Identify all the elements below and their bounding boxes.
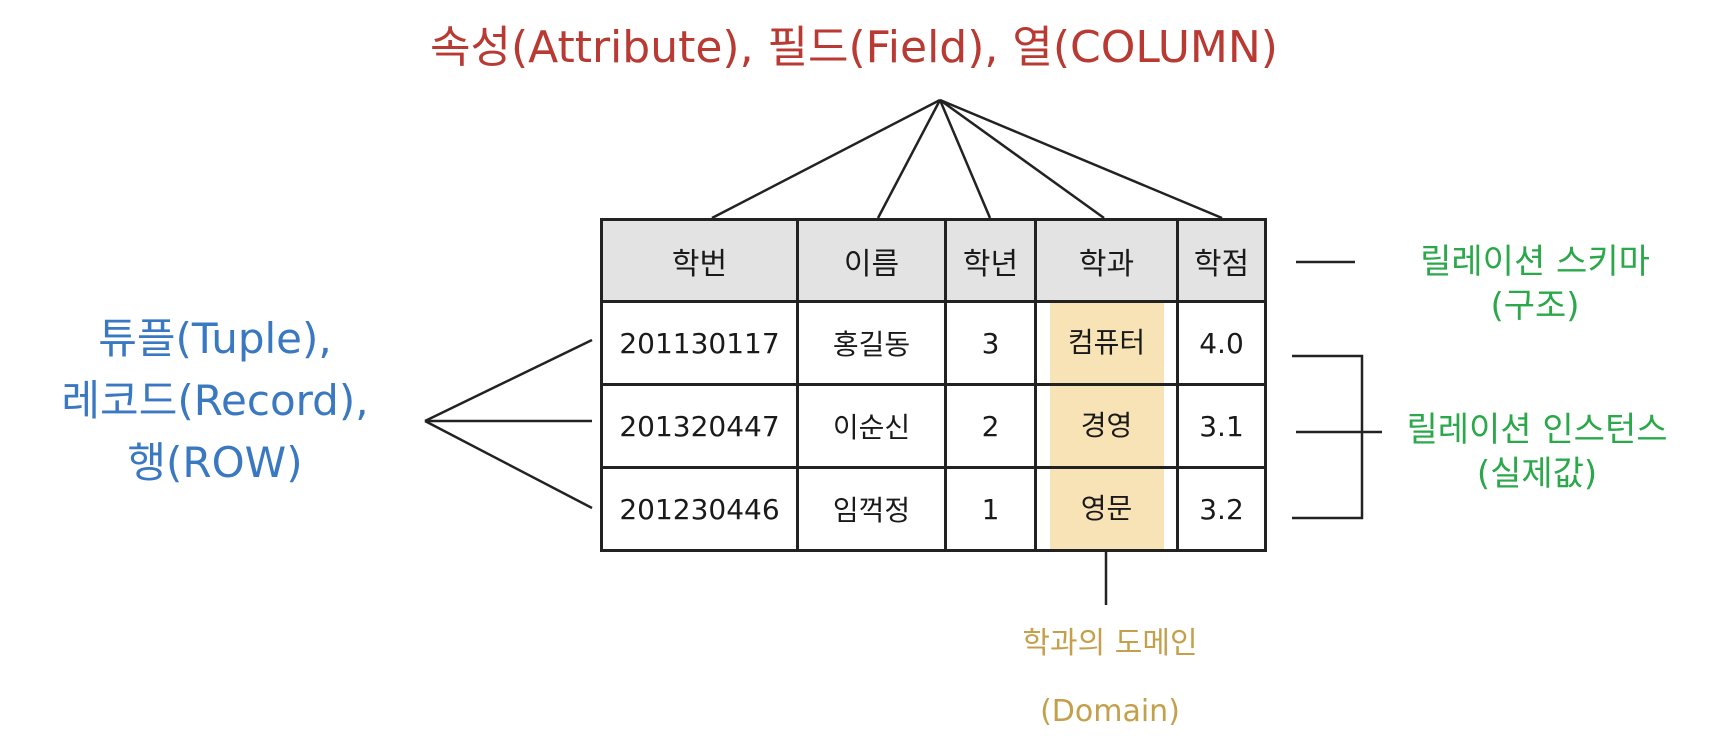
domain-cell: 영문 [1034,466,1179,552]
domain-label-line: 학과의 도메인 [1022,626,1198,661]
table-cell: 3.2 [1176,466,1267,552]
tuple-label-line: 레코드(Record), [61,376,369,425]
column-header: 학번 [600,218,799,303]
domain-value: 영문 [1049,469,1164,549]
tuple-label-line: 행(ROW) [127,438,303,487]
attribute-line-3 [938,99,992,219]
instance-bracket [1292,354,1364,520]
column-header: 이름 [796,218,947,303]
table-cell: 201130117 [600,300,799,386]
table-cell: 임꺽정 [796,466,947,552]
column-header: 학점 [1176,218,1267,303]
domain-cell: 컴퓨터 [1034,300,1179,386]
domain-value: 컴퓨터 [1049,303,1164,383]
domain-label-line: (Domain) [1040,694,1180,729]
schema-label-line: 릴레이션 스키마 [1420,242,1650,282]
attribute-line-4 [939,98,1105,220]
student-relation-table: 학번 이름 학년 학과 학점 201130117 홍길동 3 컴퓨터 4.0 2… [600,218,1267,552]
relation-schema-label: 릴레이션 스키마 (구조) [1370,240,1700,328]
tuple-label-line: 튜플(Tuple), [98,314,332,363]
table-cell: 1 [944,466,1037,552]
table-cell: 3 [944,300,1037,386]
attribute-line-1 [711,98,941,220]
domain-value: 경영 [1049,386,1164,466]
tuple-line-1 [424,338,593,423]
table-cell: 201230446 [600,466,799,552]
table-cell: 홍길동 [796,300,947,386]
domain-cell: 경영 [1034,383,1179,469]
instance-label-line: (실제값) [1476,454,1598,494]
attribute-line-2 [876,99,942,219]
schema-label-line: (구조) [1490,286,1580,326]
attribute-line-5 [939,98,1223,220]
column-header: 학과 [1034,218,1179,303]
table-cell: 4.0 [1176,300,1267,386]
column-header: 학년 [944,218,1037,303]
tuple-label: 튜플(Tuple), 레코드(Record), 행(ROW) [0,308,430,494]
schema-header-row: 학번 이름 학년 학과 학점 [600,218,1267,303]
table-cell: 3.1 [1176,383,1267,469]
table-cell: 이순신 [796,383,947,469]
instance-label-line: 릴레이션 인스턴스 [1406,410,1668,450]
table-row: 201320447 이순신 2 경영 3.1 [600,383,1267,469]
table-row: 201230446 임꺽정 1 영문 3.2 [600,466,1267,552]
relation-instance-label: 릴레이션 인스턴스 (실제값) [1372,408,1702,496]
table-row: 201130117 홍길동 3 컴퓨터 4.0 [600,300,1267,386]
tuple-line-3 [424,419,593,510]
domain-label: 학과의 도메인 (Domain) [960,610,1260,736]
table-cell: 2 [944,383,1037,469]
attribute-title: 속성(Attribute), 필드(Field), 열(COLUMN) [430,22,1278,73]
table-cell: 201320447 [600,383,799,469]
